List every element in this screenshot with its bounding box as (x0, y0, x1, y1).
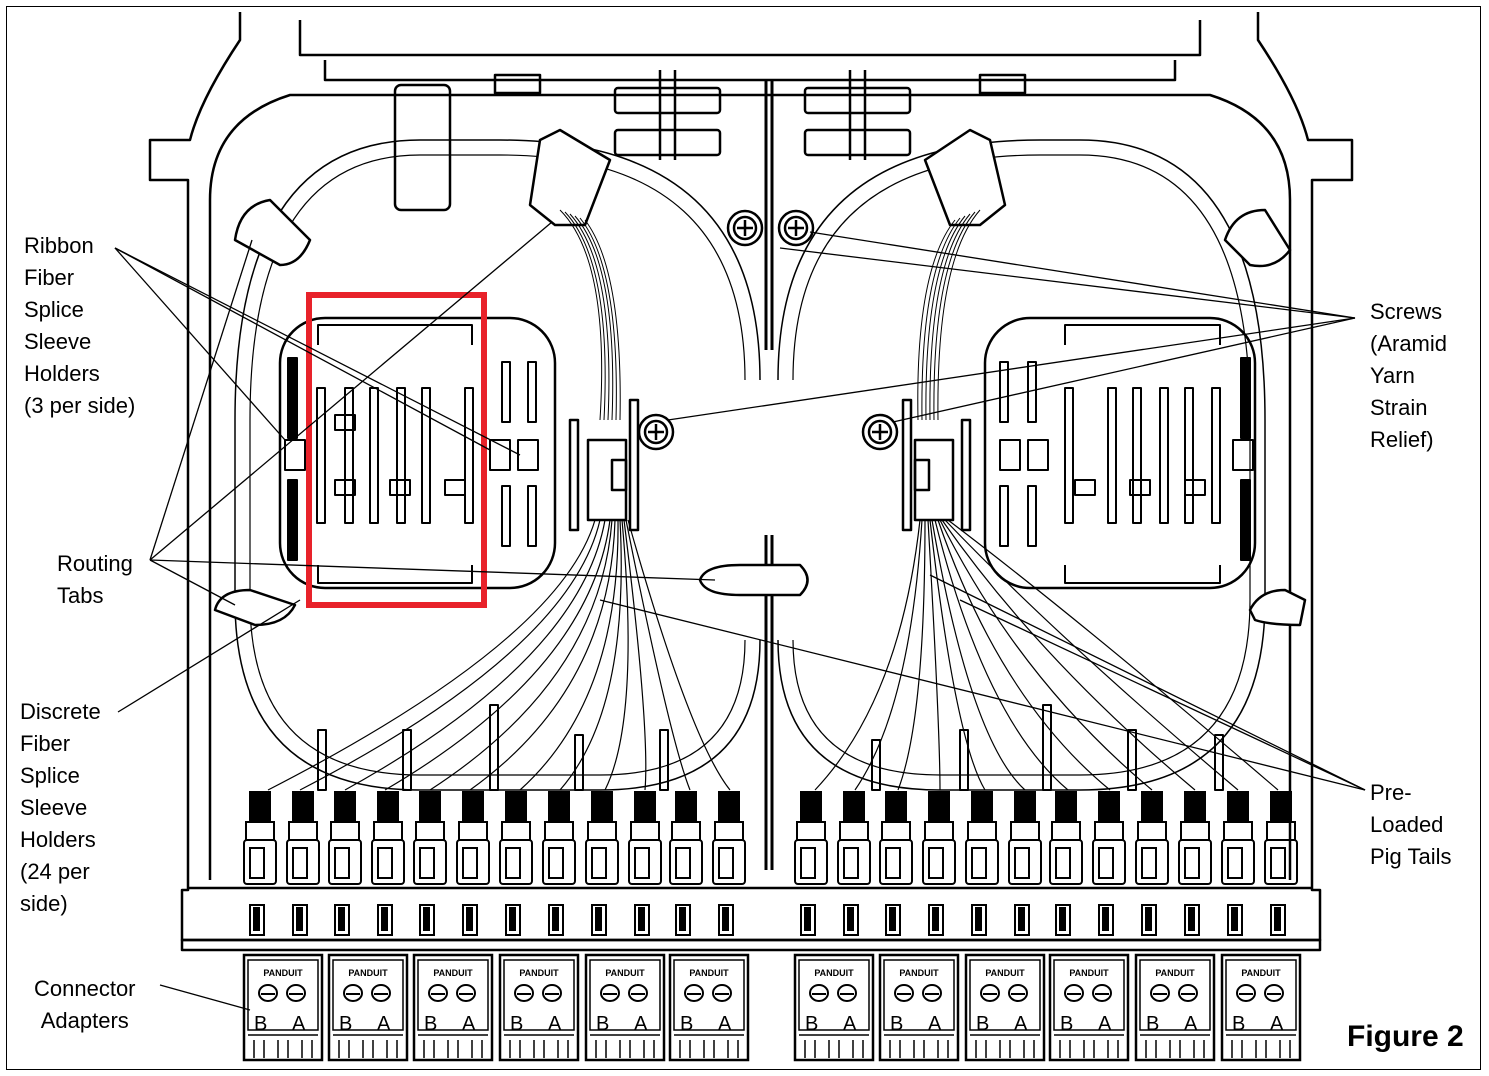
adapter-brand: PANDUIT (348, 968, 388, 978)
routing-tab-bottom-left (213, 588, 297, 627)
connector-pair (879, 791, 956, 936)
adapter-brand: PANDUIT (605, 968, 645, 978)
port-label-a: A (1270, 1013, 1284, 1035)
routing-tab-center (698, 563, 809, 597)
adapter-brand: PANDUIT (985, 968, 1025, 978)
port-label-b: B (254, 1013, 267, 1035)
connector-pair (243, 791, 320, 936)
screw-mid-left (637, 413, 675, 451)
tray-housing (148, 12, 1354, 942)
port-label-b: B (510, 1013, 523, 1035)
adapter-brand: PANDUIT (1155, 968, 1195, 978)
port-label-a: A (928, 1013, 942, 1035)
port-label-a: A (1184, 1013, 1198, 1035)
connector-pair (1135, 791, 1212, 936)
port-label-a: A (377, 1013, 391, 1035)
screw-top-right (777, 209, 815, 247)
adapter-brand: PANDUIT (814, 968, 854, 978)
port-label-b: B (1060, 1013, 1073, 1035)
label-screws: Screws (Aramid Yarn Strain Relief) (1370, 299, 1448, 452)
label-connector-adapters: Connector Adapters (34, 976, 136, 1033)
adapter-brand: PANDUIT (899, 968, 939, 978)
screw-mid-right (861, 413, 899, 451)
connector-adapter: PANDUIT B A (878, 953, 960, 1062)
port-label-a: A (718, 1013, 732, 1035)
connector-adapter: PANDUIT B A (1048, 953, 1130, 1062)
routing-tab-top-left (233, 198, 312, 267)
label-pigtails: Pre- Loaded Pig Tails (1370, 780, 1452, 869)
screw-top-left (726, 209, 764, 247)
connector-adapter: PANDUIT B A (584, 953, 666, 1062)
connector-adapter: PANDUIT B A (1220, 953, 1302, 1062)
figure-label: Figure 2 (1347, 1020, 1464, 1053)
label-ribbon-splice-holders: Ribbon Fiber Splice Sleeve Holders (3 pe… (24, 233, 136, 418)
port-label-a: A (548, 1013, 562, 1035)
connector-adapter: PANDUIT B A (327, 953, 409, 1062)
port-label-b: B (976, 1013, 989, 1035)
highlight-box (306, 292, 487, 608)
label-routing-tabs: Routing Tabs (57, 551, 133, 608)
adapter-brand: PANDUIT (519, 968, 559, 978)
port-label-b: B (680, 1013, 693, 1035)
connector-pair (794, 791, 871, 936)
port-label-b: B (890, 1013, 903, 1035)
port-label-b: B (596, 1013, 609, 1035)
adapter-brand: PANDUIT (263, 968, 303, 978)
port-label-a: A (1098, 1013, 1112, 1035)
connector-pair (965, 791, 1042, 936)
connector-adapter: PANDUIT B A (793, 953, 875, 1062)
connector-pair (413, 791, 490, 936)
routing-tab-bottom-right (1248, 588, 1307, 627)
connector-pair (585, 791, 662, 936)
port-label-a: A (1014, 1013, 1028, 1035)
connector-pair (328, 791, 405, 936)
port-label-b: B (1146, 1013, 1159, 1035)
connector-adapter: PANDUIT B A (668, 953, 750, 1062)
adapter-brand: PANDUIT (1069, 968, 1109, 978)
connector-adapter: PANDUIT B A (412, 953, 494, 1062)
port-label-b: B (424, 1013, 437, 1035)
connector-pair (1049, 791, 1126, 936)
connector-pair (1221, 791, 1298, 936)
connector-pair (669, 791, 746, 936)
figure-frame (6, 6, 1481, 1070)
routing-tab-top-right (1223, 208, 1292, 268)
port-label-b: B (339, 1013, 352, 1035)
port-label-b: B (1232, 1013, 1245, 1035)
connector-adapter: PANDUIT B A (964, 953, 1046, 1062)
adapter-brand: PANDUIT (433, 968, 473, 978)
connector-adapter: PANDUIT B A (242, 953, 324, 1062)
connector-adapter: PANDUIT B A (1134, 953, 1216, 1062)
connector-pair (499, 791, 576, 936)
label-discrete-splice-holders: Discrete Fiber Splice Sleeve Holders (24… (20, 699, 101, 916)
adapter-brand: PANDUIT (1241, 968, 1281, 978)
port-label-a: A (843, 1013, 857, 1035)
connector-adapter: PANDUIT B A (498, 953, 580, 1062)
port-label-a: A (292, 1013, 306, 1035)
port-label-a: A (462, 1013, 476, 1035)
adapter-brand: PANDUIT (689, 968, 729, 978)
port-label-b: B (805, 1013, 818, 1035)
port-label-a: A (634, 1013, 648, 1035)
